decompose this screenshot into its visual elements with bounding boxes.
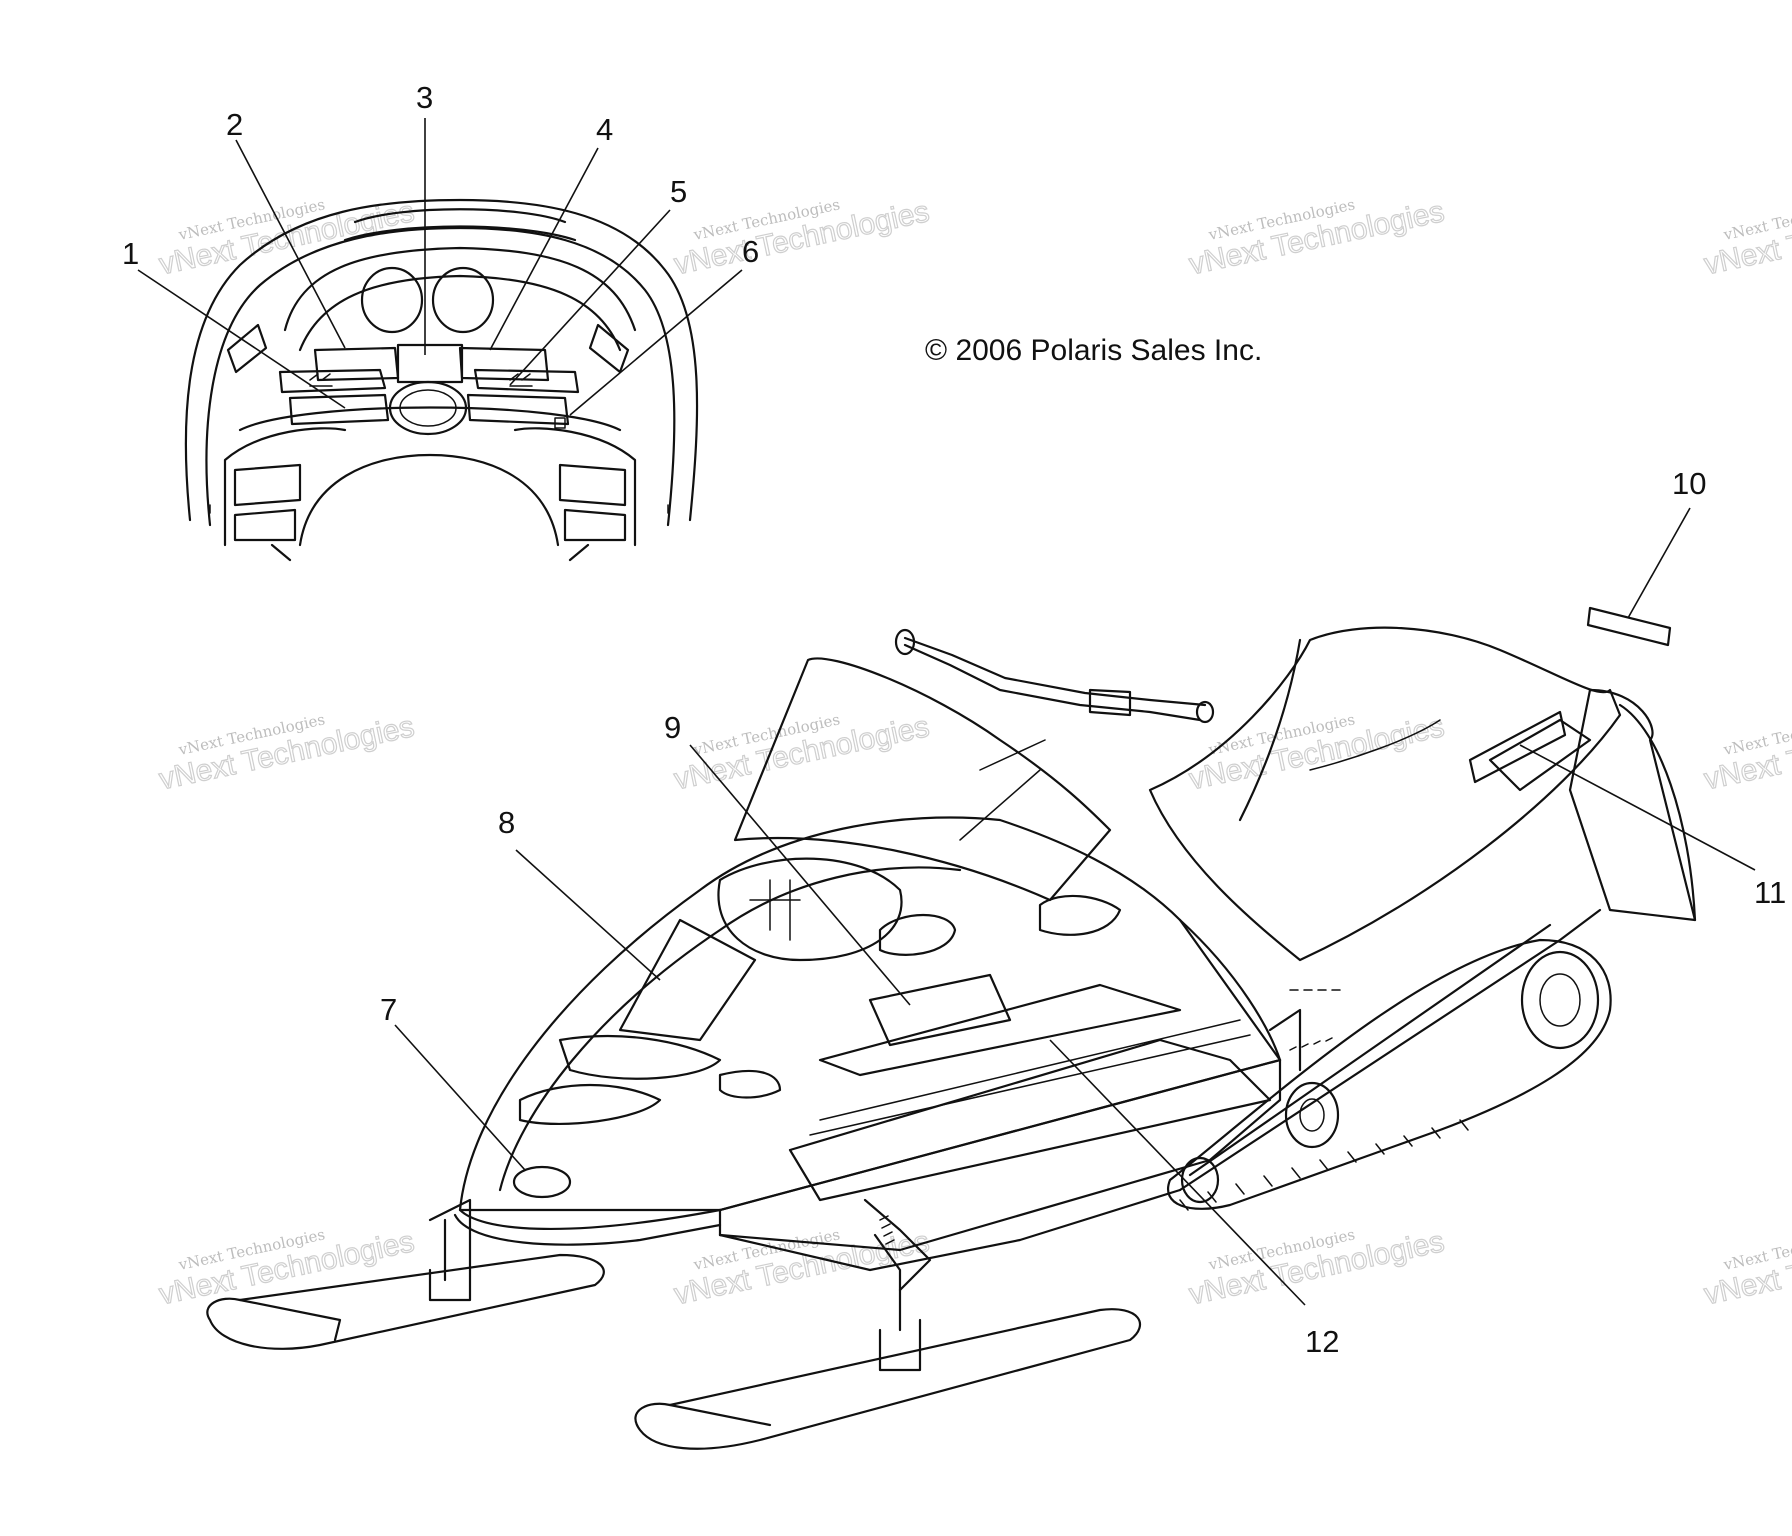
decal-stripe [868,973,1012,1047]
copyright-text: © 2006 Polaris Sales Inc. [925,334,1262,367]
leader-lines [137,118,1756,1306]
callout-10: 10 [1672,466,1706,501]
watermark: vNext Technologies vNext Technologies [1186,1225,1448,1312]
snowmobile-drawing [206,606,1697,1450]
callout-2: 2 [226,107,243,142]
callout-4: 4 [596,112,613,147]
watermark: vNext Technologies vNext Technologies [1701,195,1792,282]
callout-9: 9 [664,710,681,745]
decal-10 [1586,606,1672,647]
hood [458,816,1282,1212]
callout-3: 3 [416,80,433,115]
watermark: vNext Technologies vNext Technologies [671,710,933,797]
callout-7: 7 [380,992,397,1027]
ski-right [634,1308,1141,1450]
watermark: vNext Technologies vNext Technologies [156,710,418,797]
decal-hood [618,918,757,1042]
ski-left [206,1253,605,1350]
callout-8: 8 [498,805,515,840]
headlight [512,1165,572,1199]
decal-side-panel [788,1038,1272,1202]
windshield [733,657,1112,902]
callout-5: 5 [670,174,687,209]
rear-wheel [1520,950,1600,1050]
console-drawing [184,198,699,562]
callout-12: 12 [1305,1324,1339,1359]
watermark: vNext Technologies vNext Technologies [156,1225,418,1312]
decal-11 [1468,710,1567,784]
watermark: vNext Technologies vNext Technologies [1186,195,1448,282]
seat [1148,626,1622,962]
idler-wheel [1284,1081,1340,1149]
watermark: vNext Technologies vNext Technologies [1701,1225,1792,1312]
track [1167,938,1612,1210]
callout-11: 11 [1754,875,1786,910]
watermark: vNext Technologies vNext Technologies [1701,710,1792,797]
callout-1: 1 [122,236,139,271]
callout-6: 6 [742,234,759,269]
watermark: vNext Technologies vNext Technologies [671,195,933,282]
callout-labels: 1 2 3 4 5 6 7 8 9 10 11 12 [122,80,1786,1359]
gauge-left [360,266,424,334]
gauge-right [431,266,495,334]
